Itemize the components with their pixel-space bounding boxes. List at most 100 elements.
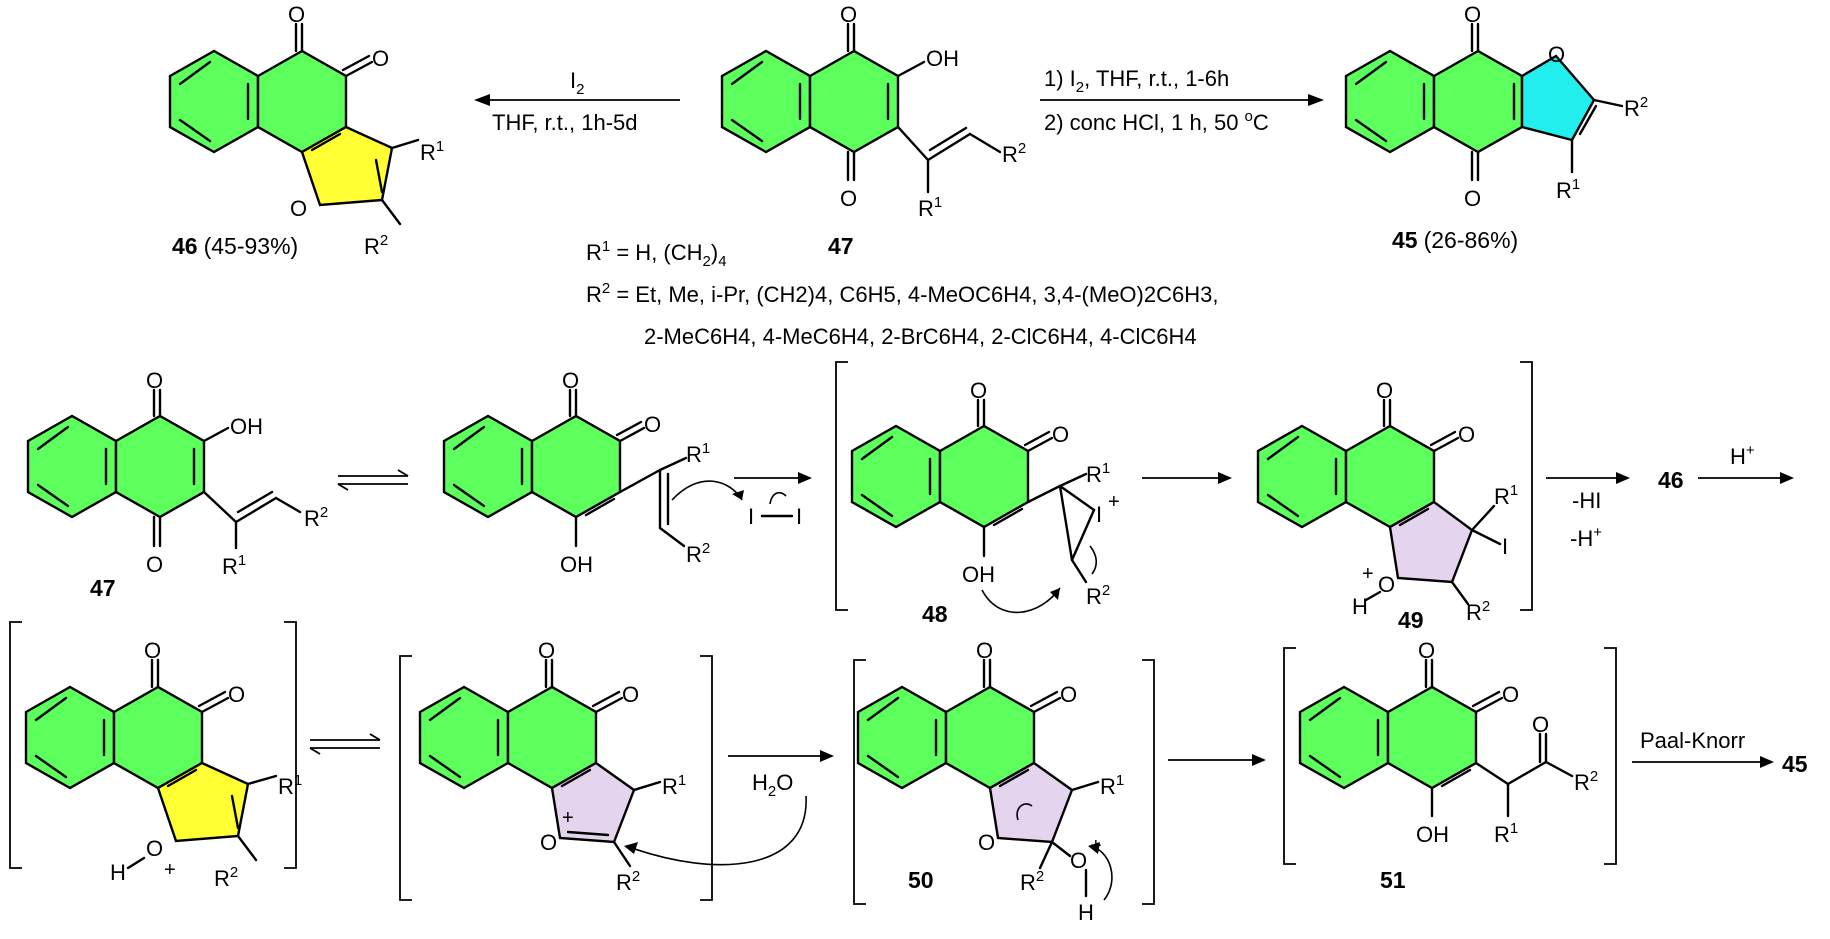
ring-a-50	[856, 685, 948, 790]
atom-o-46-top: O	[288, 2, 305, 27]
bracket-right-oxocarbenium	[700, 655, 713, 901]
furan-ring-45	[1520, 54, 1596, 142]
bracket-left-protonated-46	[9, 621, 22, 869]
condition-paal-knorr: Paal-Knorr	[1640, 728, 1745, 753]
r2-label-49: R2	[1466, 598, 1490, 625]
tautomer-structure	[442, 388, 688, 548]
compound-49-structure	[1256, 398, 1502, 606]
bracket-right-48-49	[1520, 361, 1533, 611]
bracket-left-oxocarbenium	[399, 655, 412, 901]
atom-o-p46-ring: O	[146, 836, 163, 861]
r1-label-47: R1	[918, 194, 942, 221]
bracket-right-protonated-46	[284, 621, 297, 869]
atom-o-p46-top: O	[144, 638, 161, 663]
atom-o-45-top: O	[1464, 2, 1481, 27]
atom-o-taut-right: O	[644, 412, 661, 437]
oh-label-taut: OH	[560, 552, 593, 577]
ring-a-taut	[442, 414, 534, 519]
compound-50-structure	[856, 658, 1100, 898]
atom-o-49-ring: O	[1378, 572, 1395, 597]
r2-label-p46: R2	[214, 864, 238, 891]
compound-46-structure	[168, 22, 420, 226]
curly-arrow-iodine-leave	[1089, 545, 1098, 575]
iodine-label-48: I	[1096, 502, 1102, 527]
r1-label-51: R1	[1494, 820, 1518, 847]
condition-minus-h: -H+	[1570, 524, 1602, 551]
r2-label-47: R2	[1002, 140, 1026, 167]
condition-iodine-left: I2	[570, 68, 584, 98]
r1-definition: R1 = H, (CH2)4	[586, 238, 727, 270]
compound-label-49: 49	[1398, 607, 1424, 633]
arrow-head-51-to-45	[1760, 756, 1774, 768]
equilibrium-arrow-1	[337, 469, 409, 491]
curly-arrow-water-attack	[625, 795, 807, 866]
compound-label-48: 48	[922, 601, 948, 627]
ring-a-47	[720, 49, 812, 154]
arrow-head-50-to-51	[1252, 754, 1266, 766]
arrow-head-48-to-49	[1218, 472, 1232, 484]
curly-arrow-ii-bond	[769, 491, 787, 505]
r2-label-46: R2	[364, 232, 388, 259]
ring-a-45	[1344, 49, 1436, 154]
compound-48-structure	[850, 398, 1096, 584]
r1-label-50: R1	[1100, 772, 1124, 799]
curly-arrow-head-50	[1088, 842, 1100, 854]
oxocarbenium-charge: +	[562, 807, 574, 829]
iodine-label-2: I	[796, 504, 802, 529]
arrow-head-49-to-46	[1616, 472, 1630, 484]
atom-o-45-furan: O	[1548, 42, 1565, 67]
ring-a-oxo	[418, 685, 510, 790]
condition-h-plus: H+	[1730, 442, 1755, 469]
condition-thf-left: THF, r.t., 1h-5d	[492, 110, 638, 135]
arrow-head-47-to-45	[1308, 94, 1324, 106]
compound-label-46: 46(45-93%)	[172, 233, 298, 259]
furan-ring-p46	[156, 761, 250, 843]
oxonium-charge-p46: +	[164, 859, 176, 881]
compound-label-50: 50	[908, 867, 934, 893]
iodine-label-49: I	[1502, 534, 1508, 559]
compound-label-51: 51	[1380, 867, 1406, 893]
arrow-head-47-to-46	[474, 94, 490, 106]
r1-label-48: R1	[1086, 460, 1110, 487]
atom-o-oxo-ring: O	[540, 830, 557, 855]
r1-label-p46: R1	[278, 772, 302, 799]
oh-label-47m: OH	[230, 414, 263, 439]
condition-step1-right: 1) I2, THF, r.t., 1-6h	[1044, 66, 1229, 96]
bracket-left-51	[1283, 647, 1296, 865]
curly-arrow-head-2	[1050, 588, 1060, 600]
atom-o-49-right: O	[1458, 422, 1475, 447]
arrow-head-to-48	[798, 472, 812, 484]
atom-o-50-ring: O	[978, 830, 995, 855]
atom-o-46-furan: O	[290, 196, 307, 221]
oxocarbenium-structure	[418, 658, 662, 868]
curly-arrow-oh-attack	[981, 587, 1061, 614]
arrow-head-46-acid	[1780, 472, 1794, 484]
condition-step2-right: 2) conc HCl, 1 h, 50 oC	[1044, 108, 1269, 135]
ring-a-48	[850, 424, 942, 529]
r2-label-taut: R2	[686, 540, 710, 567]
r2-label-oxo: R2	[616, 868, 640, 895]
arrow-head-to-50	[820, 750, 834, 762]
atom-o-47m-top: O	[146, 368, 163, 393]
r2-definition-line2: 2-MeC6H4, 4-MeC6H4, 2-BrC6H4, 2-ClC6H4, …	[644, 324, 1197, 349]
ring-a-49	[1256, 424, 1348, 529]
dihydrofuran-ring-oxo	[550, 761, 636, 844]
atom-o-51-ketone: O	[1532, 712, 1549, 737]
atom-o-47-bottom: O	[840, 186, 857, 211]
furan-ring-46	[300, 125, 394, 207]
compound-47-structure	[720, 22, 1002, 194]
atom-o-45-bottom: O	[1464, 186, 1481, 211]
r1-label-46: R1	[420, 138, 444, 165]
ring-a-46	[168, 49, 260, 154]
compound-label-45-final: 45	[1782, 751, 1808, 777]
curly-arrow-head-water	[624, 842, 638, 854]
water-label: H2O	[752, 770, 793, 800]
r1-label-47m: R1	[222, 552, 246, 579]
atom-o-50-right: O	[1060, 682, 1077, 707]
atom-o-48-top: O	[970, 378, 987, 403]
oh-bond-49	[1364, 590, 1382, 602]
r1-label-49: R1	[1494, 482, 1518, 509]
bracket-left-50	[853, 659, 866, 905]
atom-o-47-top: O	[840, 2, 857, 27]
